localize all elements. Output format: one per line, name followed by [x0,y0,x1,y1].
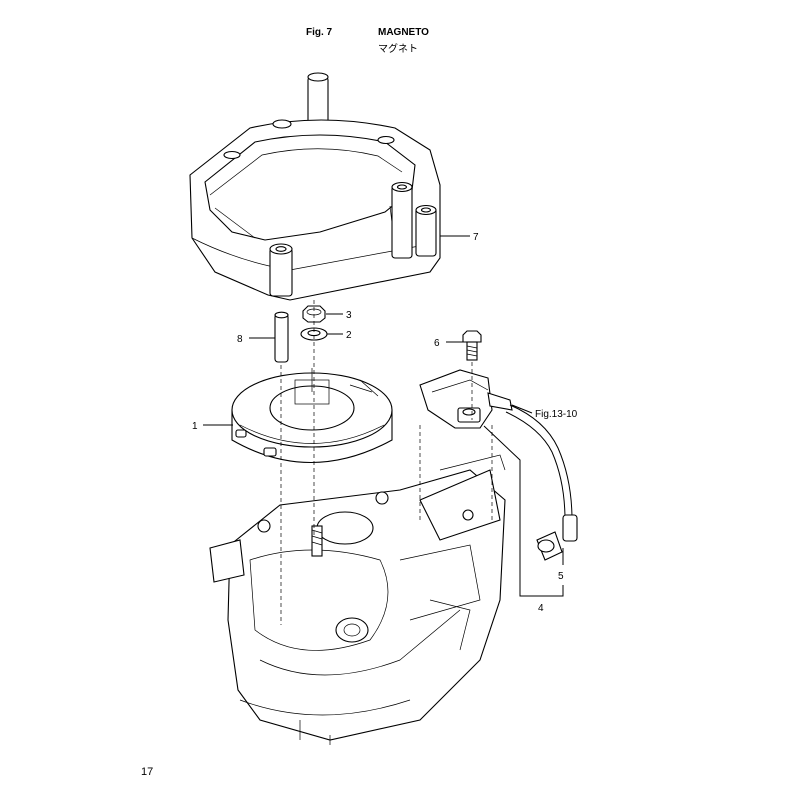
callout-7: 7 [473,232,479,243]
callout-2: 2 [346,330,352,341]
page-title: MAGNETO [378,27,429,38]
part-7-cover [189,72,441,301]
page-number: 17 [141,766,154,778]
callout-8: 8 [237,334,243,345]
part-8-pin [274,311,289,363]
callout-1: 1 [192,421,198,432]
callout-6: 6 [434,338,440,349]
callout-5: 5 [558,571,564,582]
engine-block [209,454,506,745]
callout-4: 4 [538,603,544,614]
callout-fig-reference: Fig.13-10 [535,409,578,420]
page-title-japanese: マグネト [378,44,418,55]
part-5-plug-cap [536,531,563,561]
part-1-flywheel [231,368,393,464]
figure-number: Fig. 7 [306,27,333,38]
callout-3: 3 [346,310,352,321]
part-4-ignition-coil [419,369,578,542]
leader-lines [203,235,564,597]
part-6-bolt [462,330,482,361]
assembly-lines [280,300,493,625]
